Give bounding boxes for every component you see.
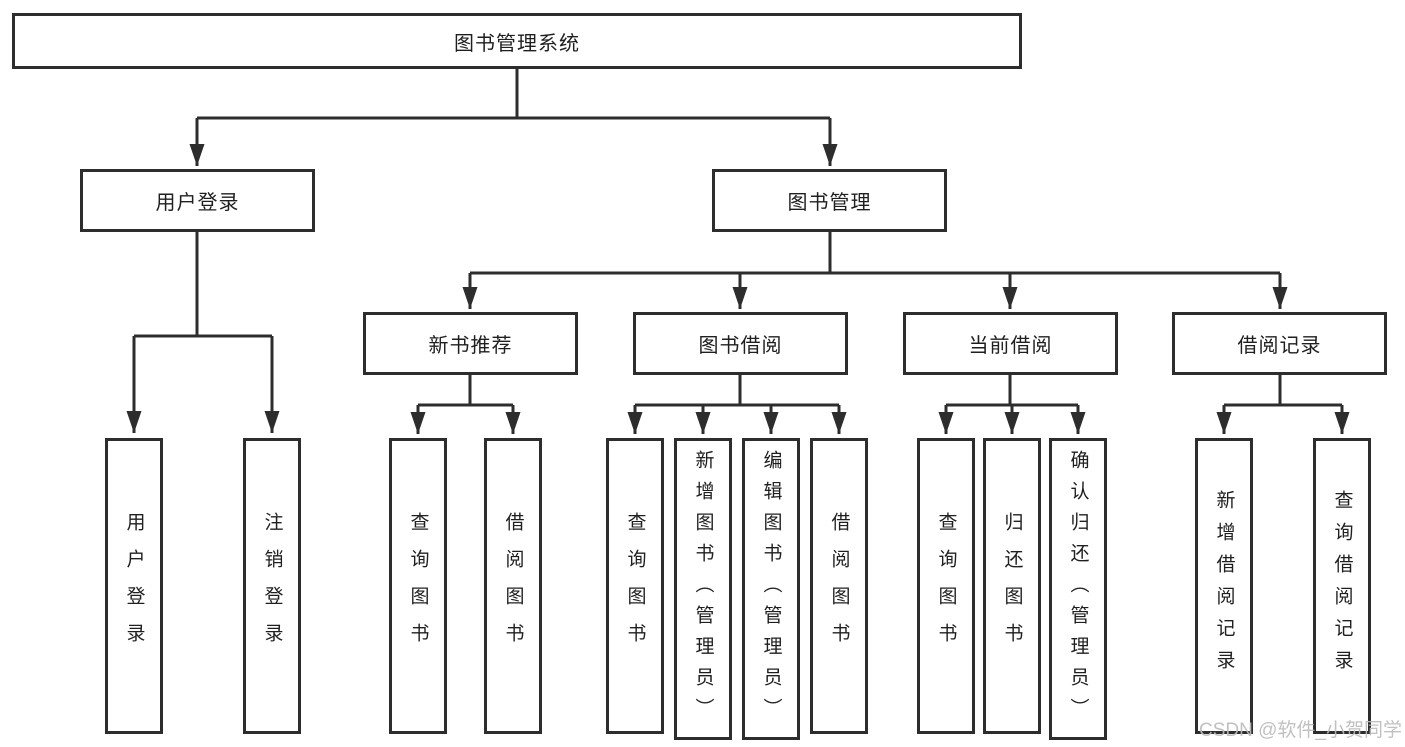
leaf-borrow-books: 借阅图书	[810, 438, 868, 734]
node-label: 新增借阅记录	[1213, 490, 1235, 682]
leaf-add-borrow-record: 新增借阅记录	[1195, 438, 1253, 734]
watermark: CSDN @软件_小贺同学	[1199, 720, 1402, 741]
node-label: 查询图书	[407, 512, 429, 660]
node-label: 图书借阅	[698, 335, 783, 357]
leaf-query-books-borrow: 查询图书	[606, 438, 664, 734]
node-book-management: 图书管理	[712, 169, 947, 232]
node-label: 用户登录	[123, 512, 145, 660]
leaf-query-books-current: 查询图书	[917, 438, 975, 734]
node-label: 查询图书	[624, 512, 646, 660]
node-label: 图书管理系统	[454, 32, 580, 55]
leaf-edit-books-admin: 编辑图书（管理员）	[742, 438, 800, 740]
node-borrow-records: 借阅记录	[1172, 312, 1387, 375]
node-book-borrow: 图书借阅	[633, 312, 848, 375]
node-label: 注销登录	[261, 512, 283, 660]
node-label: 当前借阅	[968, 335, 1053, 357]
node-new-book-recommend: 新书推荐	[363, 312, 578, 375]
node-label: 查询借阅记录	[1331, 490, 1353, 682]
leaf-add-books-admin: 新增图书（管理员）	[674, 438, 732, 740]
leaf-confirm-return-admin: 确认归还（管理员）	[1049, 438, 1107, 740]
leaf-logout: 注销登录	[243, 438, 301, 734]
leaf-query-books-recommend: 查询图书	[389, 438, 447, 734]
node-label: 编辑图书（管理员）	[760, 449, 782, 729]
node-label: 用户登录	[155, 192, 240, 214]
leaf-query-borrow-record: 查询借阅记录	[1313, 438, 1371, 734]
leaf-user-login: 用户登录	[105, 438, 163, 734]
node-label: 新增图书（管理员）	[692, 449, 714, 729]
leaf-return-books: 归还图书	[983, 438, 1041, 734]
node-label: 借阅图书	[502, 512, 524, 660]
leaf-borrow-books-recommend: 借阅图书	[484, 438, 542, 734]
node-label: 借阅图书	[828, 512, 850, 660]
node-label: 图书管理	[787, 192, 872, 214]
node-label: 归还图书	[1001, 512, 1023, 660]
node-label: 新书推荐	[428, 335, 513, 357]
node-user-login: 用户登录	[80, 169, 315, 232]
node-root-library-system: 图书管理系统	[12, 13, 1022, 69]
node-label: 借阅记录	[1237, 335, 1322, 357]
node-current-borrow: 当前借阅	[903, 312, 1118, 375]
node-label: 确认归还（管理员）	[1067, 449, 1089, 729]
node-label: 查询图书	[935, 512, 957, 660]
